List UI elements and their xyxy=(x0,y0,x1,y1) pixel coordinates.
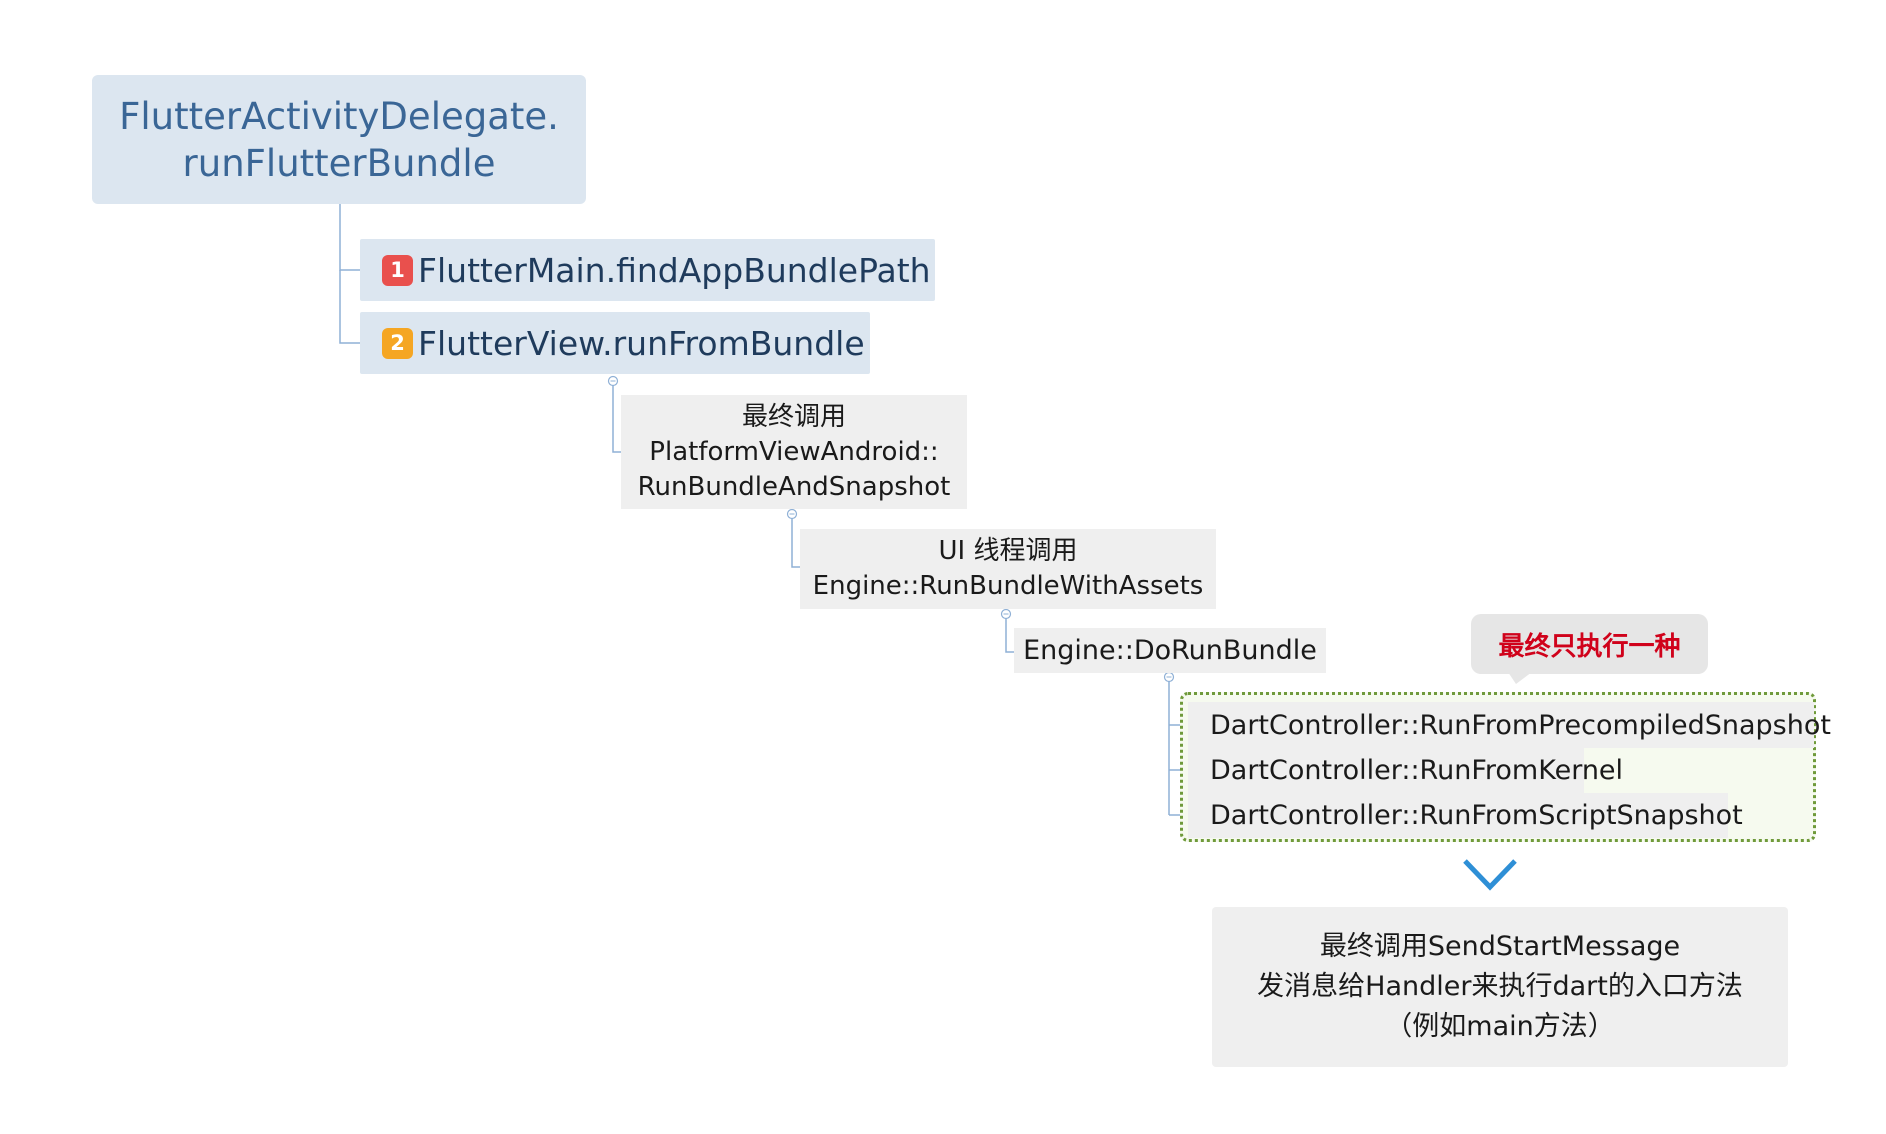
connector-root-step2 xyxy=(339,270,360,344)
step-label: FlutterView.runFromBundle xyxy=(418,323,865,363)
do-run-label: Engine::DoRunBundle xyxy=(1023,635,1317,666)
collapse-toggle-step2 xyxy=(607,375,619,387)
root-node[interactable]: FlutterActivityDelegate. runFlutterBundl… xyxy=(92,75,586,204)
summary-line1: 最终调用SendStartMessage xyxy=(1319,931,1681,962)
chevron-down-icon xyxy=(1463,859,1517,891)
option-label: DartController::RunFromKernel xyxy=(1210,755,1624,786)
connector-platform-engine xyxy=(791,514,800,568)
engine-do-run-node[interactable]: Engine::DoRunBundle xyxy=(1014,628,1326,673)
summary-line2: 发消息给Handler来执行dart的入口方法 xyxy=(1257,971,1743,1002)
root-label-line1: FlutterActivityDelegate. xyxy=(119,94,559,138)
platform-view-line1: 最终调用 xyxy=(741,401,846,432)
option-node-script-snapshot[interactable]: DartController::RunFromScriptSnapshot xyxy=(1188,793,1743,838)
option-label: DartController::RunFromScriptSnapshot xyxy=(1210,800,1743,831)
collapse-toggle-platform xyxy=(786,508,798,520)
step-node-find-bundle-path[interactable]: 1 FlutterMain.findAppBundlePath xyxy=(360,239,935,301)
priority-1-badge-icon: 1 xyxy=(382,254,413,286)
platform-view-line3: RunBundleAndSnapshot xyxy=(637,471,951,502)
root-label-line2: runFlutterBundle xyxy=(182,141,496,185)
platform-view-line2: PlatformViewAndroid:: xyxy=(649,436,939,467)
option-node-precompiled-snapshot[interactable]: DartController::RunFromPrecompiledSnapsh… xyxy=(1188,702,1831,748)
summary-node[interactable]: 最终调用SendStartMessage 发消息给Handler来执行dart的… xyxy=(1212,907,1788,1067)
connector-engine-dorun xyxy=(1005,614,1014,653)
engine-run-bundle-node[interactable]: UI 线程调用 Engine::RunBundleWithAssets xyxy=(800,529,1216,609)
step-node-run-from-bundle[interactable]: 2 FlutterView.runFromBundle xyxy=(360,312,870,374)
callout-label: 最终只执行一种 xyxy=(1498,631,1681,662)
option-label: DartController::RunFromPrecompiledSnapsh… xyxy=(1210,709,1831,741)
platform-view-node[interactable]: 最终调用 PlatformViewAndroid:: RunBundleAndS… xyxy=(621,395,967,509)
priority-2-badge-icon: 2 xyxy=(382,327,413,359)
connector-root-step1 xyxy=(339,204,360,271)
engine-run-line1: UI 线程调用 xyxy=(938,536,1078,566)
connector-step2-platform xyxy=(612,381,621,453)
collapse-toggle-dorun xyxy=(1163,671,1175,683)
engine-run-line2: Engine::RunBundleWithAssets xyxy=(812,571,1204,601)
collapse-toggle-engine xyxy=(1000,608,1012,620)
callout-tail xyxy=(1508,672,1532,684)
callout-bubble: 最终只执行一种 xyxy=(1471,614,1708,674)
step-label: FlutterMain.findAppBundlePath xyxy=(418,250,931,290)
summary-line3: （例如main方法） xyxy=(1385,1011,1615,1042)
option-node-kernel[interactable]: DartController::RunFromKernel xyxy=(1188,748,1623,793)
